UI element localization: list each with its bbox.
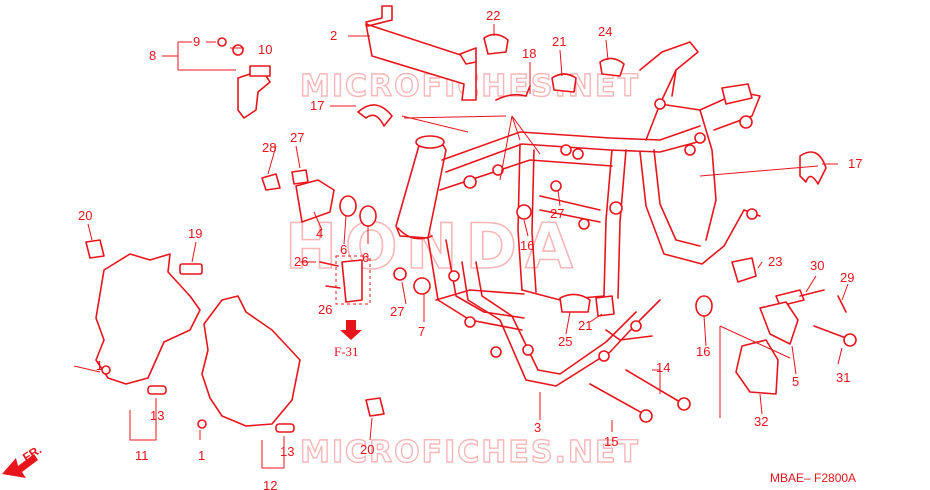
callout-17-second: 17 xyxy=(848,156,862,171)
reference-label: F-31 xyxy=(334,344,359,359)
ref-arrow xyxy=(340,320,362,340)
callout-30: 30 xyxy=(810,258,824,273)
side-cover-part-12 xyxy=(201,295,301,427)
callout-7: 7 xyxy=(418,324,425,339)
clamp-part-24 xyxy=(599,57,625,77)
callout-14: 14 xyxy=(656,360,670,375)
side-cover-part-11 xyxy=(95,253,201,385)
callout-21-second: 21 xyxy=(578,318,592,333)
front-direction-label: FR. xyxy=(20,442,44,464)
watermark-bottom: MICROFICHES.NET xyxy=(300,435,640,470)
callout-29: 29 xyxy=(840,270,854,285)
callout-24: 24 xyxy=(598,24,612,39)
callout-10: 10 xyxy=(258,42,272,57)
callout-13: 13 xyxy=(150,408,164,423)
callout-11: 11 xyxy=(135,448,149,463)
callout-32: 32 xyxy=(754,414,768,429)
callout-13-second: 13 xyxy=(280,444,294,459)
callout-20: 20 xyxy=(78,208,92,223)
callout-26: 26 xyxy=(294,254,308,269)
diagram-code: MBAE– F2800A xyxy=(770,471,856,485)
callout-16: 16 xyxy=(520,238,534,253)
bracket-part-5 xyxy=(759,301,799,345)
callout-17: 17 xyxy=(310,98,324,113)
callout-labels: 1 1 2 3 4 5 6 6 7 8 9 10 11 12 13 13 14 … xyxy=(78,8,862,490)
callout-23: 23 xyxy=(768,254,782,269)
callout-16-second: 16 xyxy=(696,344,710,359)
callout-27: 27 xyxy=(290,130,304,145)
clamp-part-22 xyxy=(483,33,509,55)
band-clamp-17-right xyxy=(799,151,827,185)
bracket-part-32 xyxy=(735,339,779,395)
callout-27-third: 27 xyxy=(550,206,564,221)
rubber-part-19 xyxy=(179,263,203,275)
callout-26-second: 26 xyxy=(318,302,332,317)
callout-19: 19 xyxy=(188,226,202,241)
callout-28: 28 xyxy=(262,140,276,155)
callout-15: 15 xyxy=(604,434,618,449)
bracket-part-8 xyxy=(237,69,271,119)
callout-22: 22 xyxy=(486,8,500,23)
clamp-part-21-top xyxy=(551,73,577,93)
callout-25: 25 xyxy=(558,334,572,349)
callout-27-second: 27 xyxy=(390,304,404,319)
clip-part-23 xyxy=(731,257,757,283)
front-direction-arrow xyxy=(2,454,38,478)
callout-31: 31 xyxy=(836,370,850,385)
callout-5: 5 xyxy=(792,374,799,389)
leader-lines xyxy=(73,24,849,469)
hose-part-18 xyxy=(495,85,531,101)
callout-9: 9 xyxy=(193,34,200,49)
callout-6-second: 6 xyxy=(362,250,369,265)
callout-8: 8 xyxy=(149,48,156,63)
callout-2: 2 xyxy=(330,28,337,43)
callout-6: 6 xyxy=(340,242,347,257)
bolt-part-14 xyxy=(625,369,681,403)
callout-21: 21 xyxy=(552,34,566,49)
callout-1: 1 xyxy=(96,358,103,373)
callout-1-second: 1 xyxy=(198,448,205,463)
callout-12: 12 xyxy=(263,478,277,490)
callout-20-second: 20 xyxy=(360,442,374,457)
bolt-part-15 xyxy=(589,383,645,415)
callout-3: 3 xyxy=(534,420,541,435)
callout-4: 4 xyxy=(316,226,323,241)
bracket-part-4 xyxy=(295,179,335,223)
callout-18: 18 xyxy=(522,46,536,61)
band-clamp-17-left xyxy=(357,104,393,127)
